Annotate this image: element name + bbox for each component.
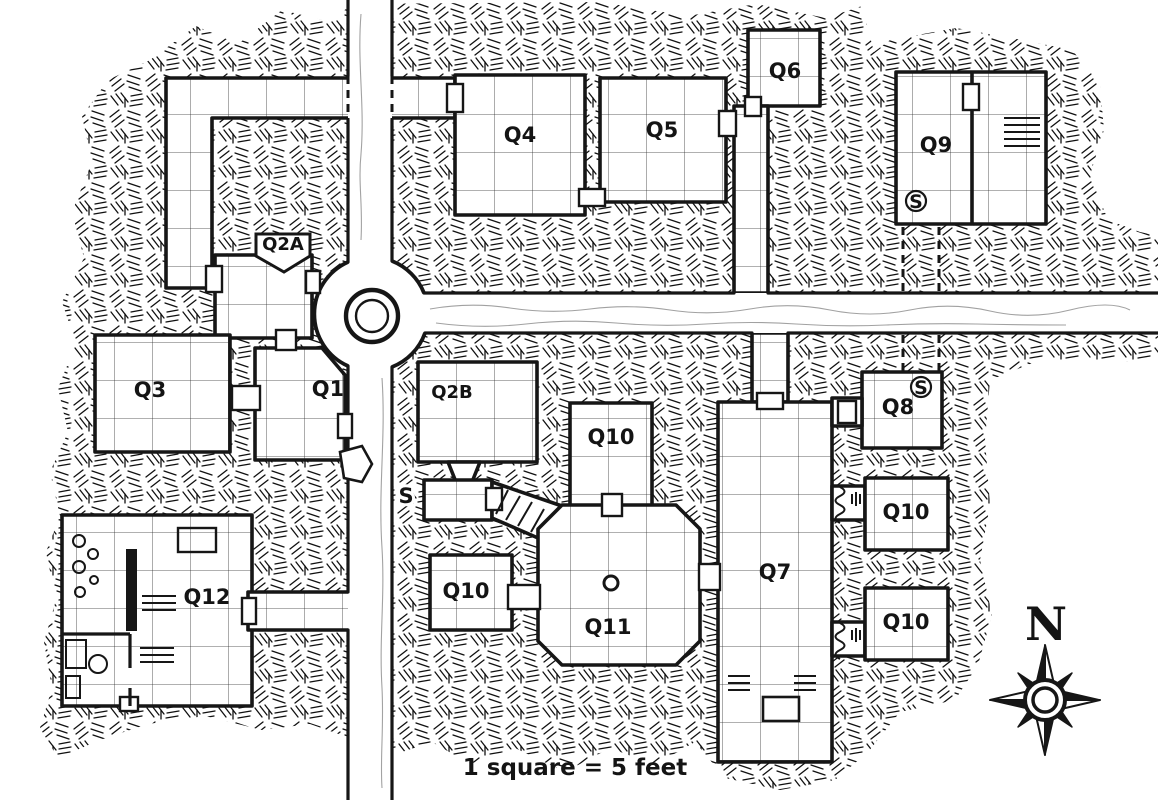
room-q10-southeast (863, 586, 950, 662)
door-q12-corridor (240, 596, 258, 626)
barrel-q12 (88, 654, 108, 674)
portcullis-ticks (851, 492, 861, 506)
secret-door-marker-q8 (909, 375, 933, 399)
room-q5 (598, 76, 728, 204)
stool-q12 (72, 560, 86, 574)
door-q11-q10w (506, 583, 542, 611)
compass-north-label: N (1025, 597, 1067, 651)
stool-q12 (87, 548, 99, 560)
room-q4 (453, 73, 587, 217)
door-q9-partition (961, 82, 981, 112)
plaza-well-outer (343, 287, 401, 345)
blocked-passage-squiggle (834, 486, 846, 524)
room-label-q6: Q6 (769, 59, 801, 83)
stairs-q11 (495, 489, 545, 533)
room-label-q3: Q3 (134, 378, 166, 402)
scale-note: 1 square = 5 feet (463, 755, 688, 781)
bench-q12 (126, 549, 137, 631)
stool-q12 (72, 534, 86, 548)
door-q11-q7 (697, 562, 722, 592)
stool-q12 (89, 575, 99, 585)
room-q10-west (428, 553, 514, 632)
door-q5-corridor (717, 109, 738, 138)
street-texture (380, 377, 384, 789)
stool-q12 (74, 586, 86, 598)
room-q10-northeast (863, 476, 950, 552)
rubble-marks-q7 (728, 675, 816, 691)
room-q3 (93, 333, 232, 454)
room-label-q2b: Q2B (431, 382, 473, 403)
room-label-q10-center: Q10 (587, 425, 634, 449)
room-label-q11: Q11 (584, 615, 631, 639)
room-secret-q2b (422, 478, 494, 522)
road-east (405, 293, 1158, 333)
secret-door-label-q8: S (914, 377, 928, 399)
streets (312, 0, 1158, 800)
secret-passages (346, 76, 941, 371)
blocked-passage-squiggle (834, 622, 846, 660)
door-q3-q1 (230, 384, 262, 412)
door-secret-room-east (484, 486, 504, 512)
doors (118, 82, 981, 713)
room-label-q4: Q4 (504, 123, 536, 147)
partition-wall-q12 (62, 632, 132, 706)
room-label-q2a: Q2A (262, 234, 304, 255)
room-label-q10-northeast: Q10 (882, 500, 929, 524)
room-q6 (746, 28, 822, 108)
road-texture (429, 304, 1131, 316)
door-q1-street (336, 412, 354, 440)
plaza-rim (312, 259, 427, 369)
label-callout-q2a (254, 232, 312, 274)
secret-door-marker-q9 (904, 189, 928, 213)
crate-q12 (65, 675, 81, 699)
door-q2a-corridor (204, 264, 224, 294)
room-q2a (213, 253, 314, 340)
rubble-marks-q12 (142, 595, 176, 611)
compass-ring-inner (1031, 686, 1059, 714)
room-label-q8: Q8 (882, 395, 914, 419)
broken-opening-q1 (338, 444, 374, 484)
pillar-q11 (602, 574, 620, 592)
altar-q7 (761, 695, 801, 723)
portcullis-ticks (851, 628, 861, 642)
room-label-q9: Q9 (920, 133, 952, 157)
door-q2a-east (304, 269, 322, 295)
room-label-q7: Q7 (759, 560, 791, 584)
room-label-q1: Q1 (312, 377, 344, 401)
room-label-q5: Q5 (646, 118, 678, 142)
room-q2b (416, 360, 539, 464)
table-q12 (176, 526, 218, 554)
door-q10c-q11 (600, 492, 624, 518)
compass-rose (989, 644, 1101, 756)
corridor-road-q7 (750, 331, 790, 404)
decorations (62, 117, 1040, 723)
room-q10-center (568, 401, 654, 509)
crate-q12 (65, 639, 87, 669)
stairs-q9 (1004, 117, 1040, 147)
room-label-q12: Q12 (183, 585, 230, 609)
road-texture (435, 320, 1067, 327)
door-q4-q5 (577, 187, 607, 208)
rubble-marks-q12 (140, 647, 174, 663)
door-q6-corridor (743, 95, 763, 118)
corridor-q12-street (246, 590, 348, 632)
door-corridor-q4 (445, 82, 465, 114)
room-label-q10-west: Q10 (442, 579, 489, 603)
corridor-q6-road (732, 104, 770, 295)
secret-door-label-q2b: S (398, 484, 413, 508)
street-texture (359, 13, 363, 241)
secret-door-label-q9: S (909, 191, 923, 213)
door-q7-north (755, 391, 785, 411)
labels: Q4 Q5 Q6 Q9 Q2A Q3 Q1 Q2B Q10 Q8 Q7 Q10 … (134, 59, 1067, 781)
room-label-q10-southeast: Q10 (882, 610, 929, 634)
room-q1 (253, 346, 347, 462)
street-vertical (348, 0, 392, 800)
plaza-well-inner (354, 298, 390, 334)
door-q7-q8 (836, 399, 858, 425)
door-q2a-q1 (274, 328, 298, 352)
